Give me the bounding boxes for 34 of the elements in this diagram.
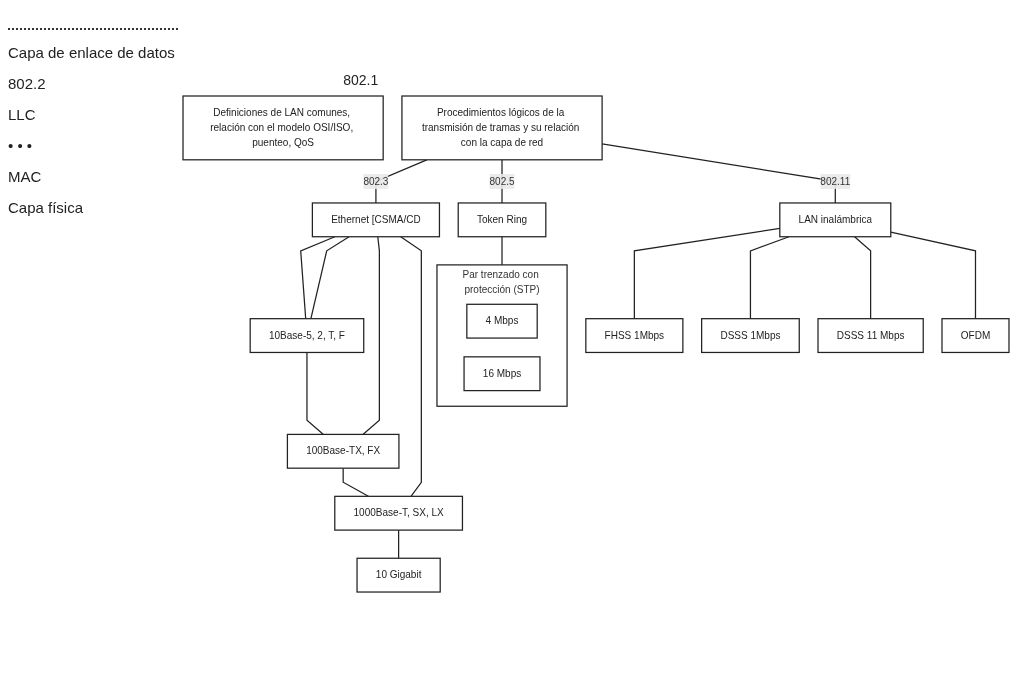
edge-label: 802.11 — [820, 176, 851, 187]
edge-label: 802.5 — [489, 176, 515, 187]
node-box: Token Ring — [457, 202, 547, 238]
connector — [398, 529, 400, 560]
connector — [310, 236, 350, 320]
standard-number: 802.1 — [343, 72, 379, 89]
connector — [853, 236, 872, 320]
connector — [306, 352, 325, 436]
node-box: 100Base-TX, FX — [286, 434, 400, 470]
layer-label: Capa de enlace de datos — [8, 44, 176, 61]
connector — [400, 236, 422, 498]
node-box: DSSS 11 Mbps — [817, 318, 924, 354]
edge-label: 802.3 — [363, 176, 389, 187]
layer-label: • • • — [8, 137, 34, 154]
node-box: OFDM — [941, 318, 1010, 354]
connector — [501, 236, 503, 266]
node-box: 10 Gigabit — [356, 558, 441, 594]
layer-label: MAC — [8, 168, 43, 185]
connector — [362, 236, 380, 436]
layer-label: LLC — [8, 106, 37, 123]
node-box: LAN inalámbrica — [779, 202, 892, 238]
node-box: Procedimientos lógicos de la transmisión de tramas y su relación con la capa de red — [401, 95, 603, 161]
node-box: Ethernet [CSMA/CD — [311, 202, 441, 238]
node-box: FHSS 1Mbps — [585, 318, 684, 354]
node-box: DSSS 1Mbps — [701, 318, 800, 354]
connector — [342, 468, 369, 498]
node-box: 16 Mbps — [463, 356, 541, 392]
node-box: 10Base-5, 2, T, F — [249, 318, 365, 354]
connector — [890, 231, 977, 320]
node-box: 1000Base-T, SX, LX — [334, 496, 464, 532]
node-box: 4 Mbps — [466, 304, 538, 340]
layer-label: 802.2 — [8, 75, 47, 92]
layer-label: Capa física — [8, 199, 85, 216]
node-box: Definiciones de LAN comunes, relación con el modelo OSI/ISO, puenteo, QoS — [182, 95, 384, 161]
